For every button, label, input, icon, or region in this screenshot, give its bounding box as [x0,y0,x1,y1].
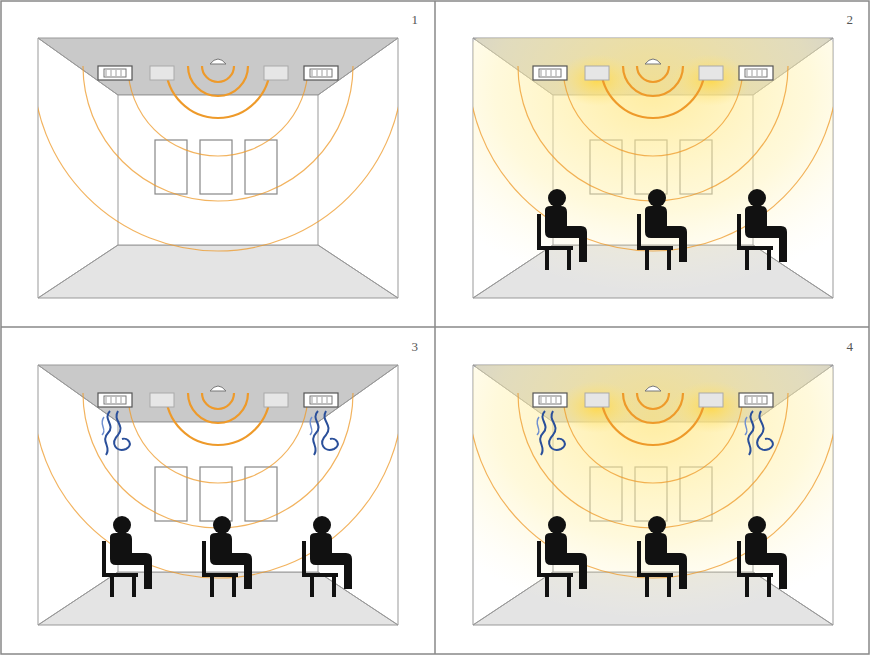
panel-number: 3 [410,339,421,354]
panel-number: 4 [845,339,856,354]
room-panel [433,297,870,637]
room-panel [33,365,403,625]
panel-number: 2 [845,12,856,27]
room-panel [433,0,870,310]
room-panel [33,38,403,298]
panel-number: 1 [410,12,421,27]
